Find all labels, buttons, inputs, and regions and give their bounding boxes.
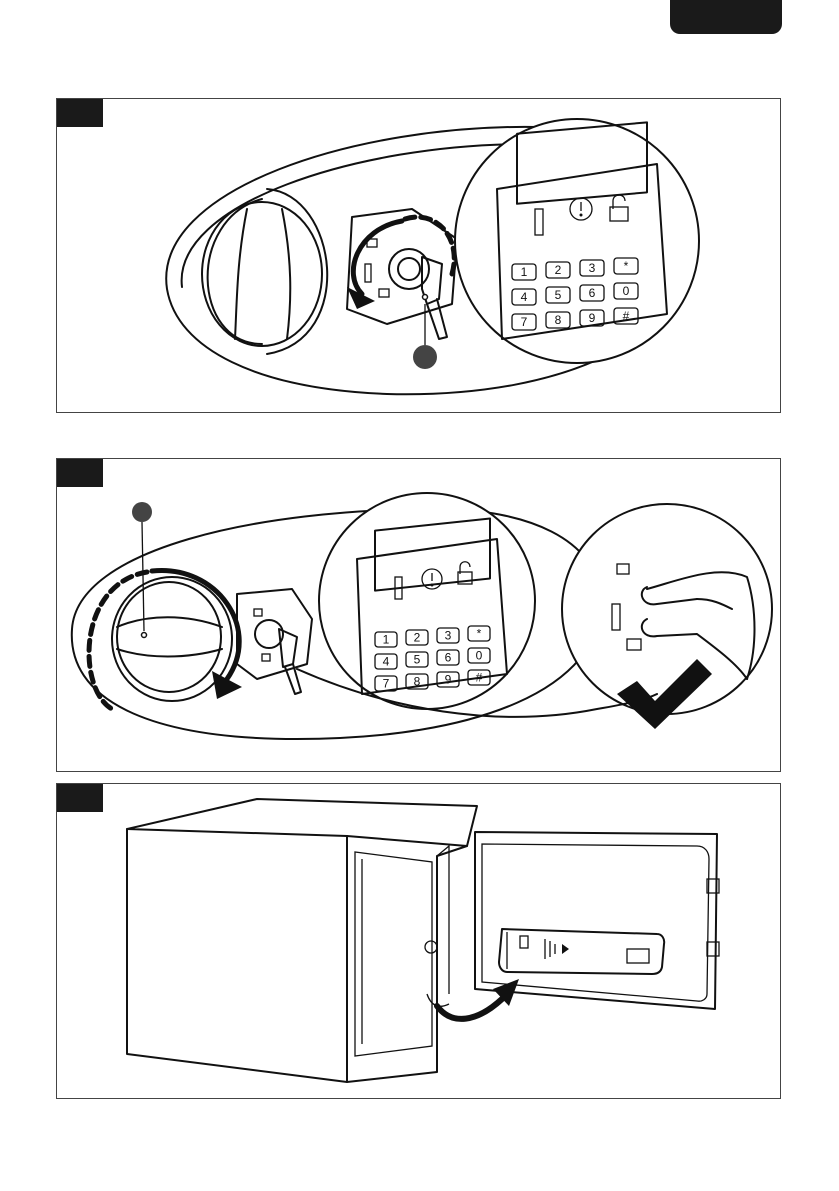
keypad-key-label: 2 bbox=[555, 263, 562, 277]
door-handle bbox=[202, 189, 327, 354]
callout-marker bbox=[413, 345, 437, 369]
keypad-key-label: # bbox=[623, 309, 630, 323]
step-panel-2: 1 2 3 * 4 5 6 0 7 8 9 # bbox=[56, 458, 781, 772]
keypad-key-label: 4 bbox=[383, 655, 390, 669]
keypad-key-label: # bbox=[476, 671, 483, 685]
step-badge-1 bbox=[57, 99, 103, 127]
step-3-illustration bbox=[57, 784, 781, 1099]
keypad-key-label: 3 bbox=[445, 629, 452, 643]
keypad-key-label: 9 bbox=[445, 673, 452, 687]
safe-body bbox=[127, 799, 477, 1082]
keypad-key-label: 7 bbox=[521, 315, 528, 329]
keypad-key-label: 8 bbox=[414, 675, 421, 689]
step-2-illustration: 1 2 3 * 4 5 6 0 7 8 9 # bbox=[57, 459, 781, 772]
keypad-key-label: 1 bbox=[383, 633, 390, 647]
keypad-key-label: 0 bbox=[476, 649, 483, 663]
key-icon bbox=[389, 249, 447, 339]
keypad-key-label: * bbox=[477, 627, 482, 641]
bolt-hole bbox=[425, 941, 437, 953]
step-badge-3 bbox=[57, 784, 103, 812]
arrow-close-icon bbox=[437, 999, 502, 1019]
keypad-key-label: 0 bbox=[623, 284, 630, 298]
keypad-key-label: 7 bbox=[383, 677, 390, 691]
callout-marker bbox=[132, 502, 152, 522]
keypad-key-label: * bbox=[624, 259, 629, 273]
keypad-magnifier bbox=[319, 493, 535, 709]
step-1-illustration: 1 2 3 * 4 5 6 0 7 8 9 # bbox=[57, 99, 781, 413]
step-panel-1: 1 2 3 * 4 5 6 0 7 8 9 # bbox=[56, 98, 781, 413]
arrow-rotate-icon bbox=[152, 570, 239, 679]
lock-plate bbox=[237, 589, 312, 679]
keypad-key-label: 3 bbox=[589, 261, 596, 275]
keypad-key-label: 4 bbox=[521, 290, 528, 304]
step-panel-3 bbox=[56, 783, 781, 1099]
keypad-key-label: 2 bbox=[414, 631, 421, 645]
door-handle bbox=[112, 577, 232, 701]
step-badge-2 bbox=[57, 459, 103, 487]
section-tab-marker bbox=[670, 0, 782, 34]
keypad-key-label: 8 bbox=[555, 313, 562, 327]
keypad-key-label: 5 bbox=[555, 288, 562, 302]
keypad-magnifier bbox=[455, 119, 699, 363]
keypad-key-label: 5 bbox=[414, 653, 421, 667]
keypad-key-label: 9 bbox=[589, 311, 596, 325]
keypad-key-label: 6 bbox=[589, 286, 596, 300]
keypad-key-label: 1 bbox=[521, 265, 528, 279]
keypad-key-label: 6 bbox=[445, 651, 452, 665]
